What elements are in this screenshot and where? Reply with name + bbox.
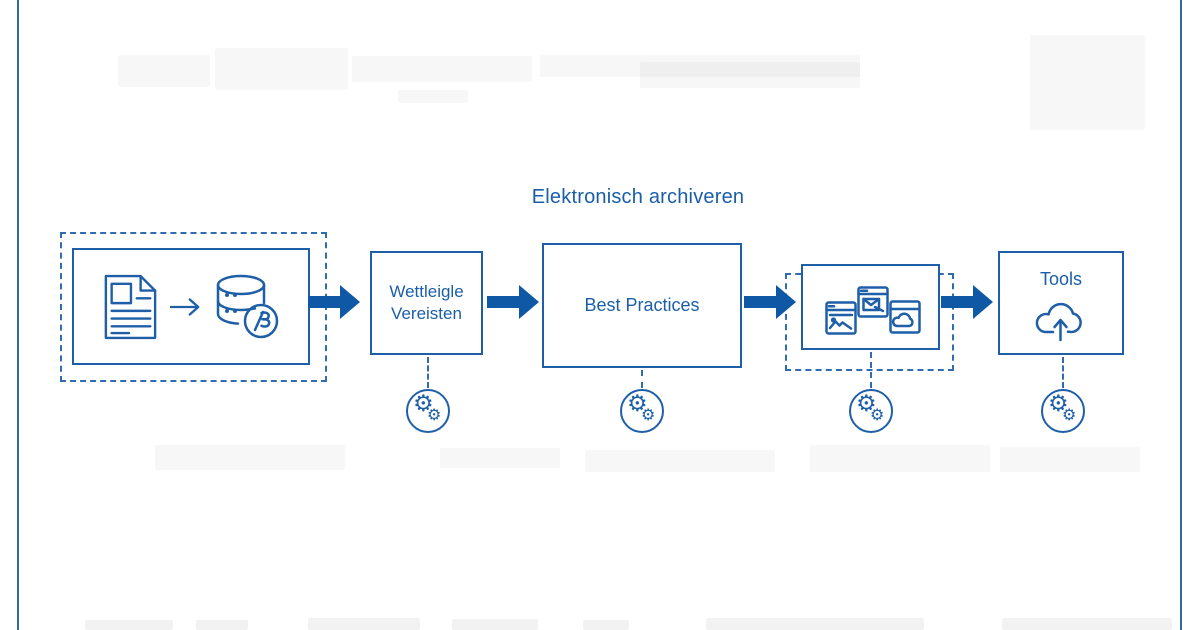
step3-label: Best Practices	[584, 294, 700, 315]
gear-connector	[641, 370, 643, 388]
gear-icon-small: ⚙	[1062, 405, 1077, 424]
flow-arrow-icon	[308, 285, 360, 319]
gears-badge: ⚙ ⚙	[849, 389, 893, 433]
thin-arrow-icon	[170, 297, 200, 316]
ghost-artifact	[583, 620, 629, 630]
step5-label: Tools	[1039, 269, 1083, 290]
gears-badge: ⚙ ⚙	[1041, 389, 1085, 433]
gear-icon: ⚙	[1048, 391, 1069, 417]
step5-box: Tools	[998, 251, 1124, 355]
ghost-artifact	[352, 56, 532, 82]
ghost-artifact	[85, 620, 173, 630]
ghost-artifact	[215, 48, 348, 90]
gears-badge: ⚙ ⚙	[620, 389, 664, 433]
flow-arrow-icon	[487, 285, 539, 319]
step3-box: Best Practices	[542, 243, 742, 368]
step1-icon-row	[102, 274, 280, 340]
diagram-title: Elektronisch archiveren	[531, 186, 745, 208]
gear-icon: ⚙	[856, 391, 877, 417]
gear-icon: ⚙	[627, 391, 648, 417]
flow-arrow-icon	[941, 285, 993, 319]
ghost-artifact	[810, 445, 990, 472]
gears-badge: ⚙ ⚙	[406, 389, 450, 433]
image-window-icon	[825, 301, 857, 335]
ghost-artifact	[1000, 447, 1140, 472]
ghost-artifact	[196, 620, 248, 630]
cloud-upload-icon	[1035, 302, 1082, 341]
ghost-artifact	[155, 445, 345, 470]
ghost-artifact	[118, 55, 210, 87]
gear-connector	[427, 357, 429, 388]
right-border-line	[1180, 0, 1182, 630]
ghost-artifact	[585, 450, 775, 472]
ghost-artifact	[452, 619, 538, 630]
cloud-window-icon	[889, 300, 921, 334]
ghost-artifact	[1002, 618, 1172, 630]
ghost-artifact	[706, 618, 924, 630]
mail-window-icon	[857, 286, 889, 318]
flow-arrow-icon	[744, 285, 796, 319]
step2-box: Wettleigle Vereisten	[370, 251, 483, 355]
gear-icon-small: ⚙	[870, 405, 885, 424]
ghost-artifact	[1030, 35, 1145, 130]
database-archive-icon	[216, 274, 279, 338]
gear-connector	[870, 352, 872, 388]
ghost-artifact	[640, 62, 860, 88]
left-border-line	[17, 0, 19, 630]
document-icon	[104, 274, 157, 339]
step2-label: Wettleigle Vereisten	[389, 281, 464, 323]
gear-connector	[1062, 357, 1064, 388]
ghost-artifact	[398, 90, 468, 103]
step4-box	[801, 264, 940, 350]
gear-icon-small: ⚙	[427, 405, 442, 424]
gear-icon-small: ⚙	[641, 405, 656, 424]
ghost-artifact	[440, 448, 560, 468]
step1-box	[72, 248, 310, 365]
gear-icon: ⚙	[413, 391, 434, 417]
ghost-artifact	[308, 618, 420, 630]
